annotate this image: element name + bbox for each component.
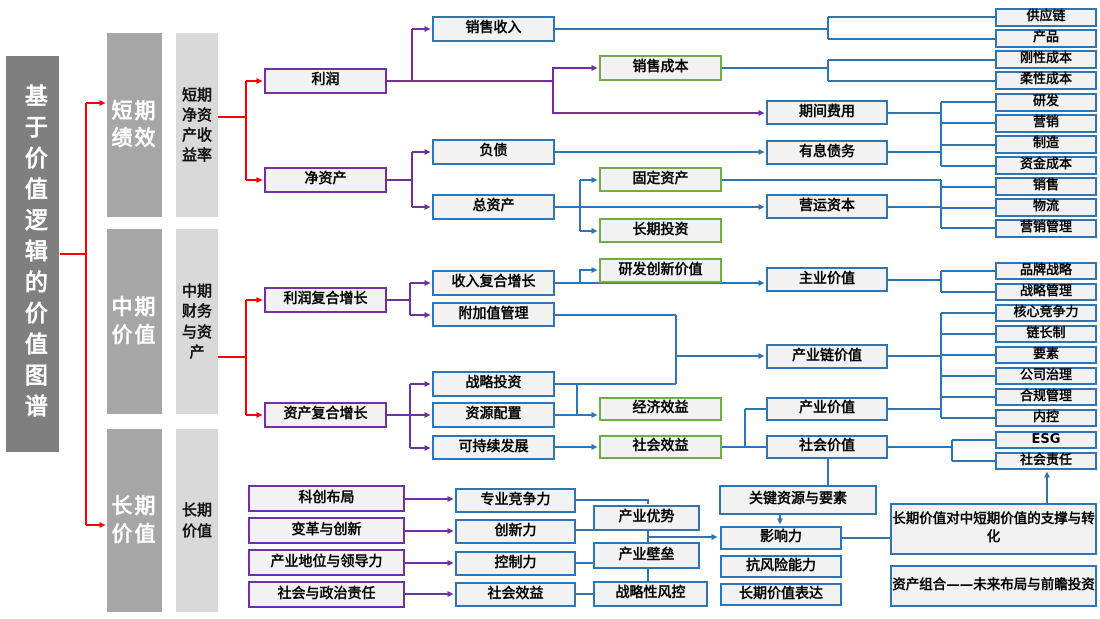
node-revenue-compound-growth: 收入复合增长 [432, 270, 555, 296]
node-marketing-management: 营销管理 [995, 219, 1097, 238]
node-flexible-cost: 柔性成本 [995, 71, 1097, 90]
node-long-term-investment: 长期投资 [599, 218, 722, 243]
node-long-term-support-transformation: 长期价值对中短期价值的支撑与转化 [890, 503, 1097, 555]
node-social-responsibility: 社会责任 [995, 452, 1097, 470]
node-liabilities: 负债 [432, 139, 555, 165]
node-brand-strategy: 品牌战略 [995, 262, 1097, 280]
node-social-political-responsibility: 社会与政治责任 [248, 581, 405, 608]
node-core-competitiveness: 核心竞争力 [995, 304, 1097, 322]
node-profit-compound-growth: 利润复合增长 [264, 287, 387, 313]
node-metric-short-term-roe: 短期 净资 产收 益率 [176, 33, 218, 217]
node-profit: 利润 [264, 68, 387, 94]
node-rnd: 研发 [995, 93, 1097, 112]
node-metric-long-term-value: 长期 价值 [176, 429, 218, 612]
node-main-title: 基于价值逻辑的价值图谱 [6, 56, 59, 452]
node-sci-tech-layout: 科创布局 [248, 485, 405, 512]
node-key-resources-factors: 关键资源与要素 [719, 485, 877, 515]
node-period-expenses: 期间费用 [766, 100, 888, 125]
node-working-capital: 营运资本 [766, 194, 888, 219]
node-sales: 销售 [995, 177, 1097, 196]
node-economic-benefit: 经济效益 [599, 397, 722, 421]
node-innovation-power: 创新力 [455, 519, 576, 544]
node-industry-chain-value: 产业链价值 [766, 344, 888, 369]
node-logistics: 物流 [995, 198, 1097, 217]
node-metric-mid-term-finance-assets: 中期 财务 与资 产 [176, 229, 218, 414]
node-core-business-value: 主业价值 [766, 267, 888, 292]
node-professional-competitiveness: 专业竞争力 [455, 488, 576, 513]
node-risk-resistance: 抗风险能力 [720, 555, 842, 578]
node-total-assets: 总资产 [432, 194, 555, 220]
node-sustainable-development: 可持续发展 [432, 435, 555, 460]
node-sales-revenue: 销售收入 [432, 16, 555, 42]
node-manufacturing: 制造 [995, 135, 1097, 154]
node-stage-short-term-performance: 短期 绩效 [107, 33, 162, 217]
node-transformation-innovation: 变革与创新 [248, 517, 405, 544]
node-esg: ESG [995, 431, 1097, 449]
node-influence: 影响力 [720, 526, 842, 550]
node-asset-compound-growth: 资产复合增长 [264, 402, 387, 428]
node-strategic-investment: 战略投资 [432, 371, 555, 397]
node-internal-control: 内控 [995, 409, 1097, 427]
node-industry-advantage: 产业优势 [593, 505, 700, 531]
node-resource-allocation: 资源配置 [432, 402, 555, 428]
edge-blue [579, 267, 598, 283]
node-control-power: 控制力 [455, 551, 576, 576]
node-product: 产品 [995, 29, 1097, 48]
edge-blue [576, 499, 649, 504]
node-industry-value: 产业价值 [766, 397, 888, 421]
node-strategy-management: 战略管理 [995, 283, 1097, 301]
node-stage-mid-term-value: 中期 价值 [107, 229, 162, 414]
node-supply-chain: 供应链 [995, 8, 1097, 27]
node-social-benefit: 社会效益 [599, 435, 722, 459]
node-long-term-value-expression: 长期价值表达 [720, 583, 842, 606]
node-factors: 要素 [995, 346, 1097, 364]
node-asset-portfolio: 资产组合——未来布局与前瞻投资 [890, 565, 1097, 607]
node-rigid-cost: 刚性成本 [995, 50, 1097, 69]
edge-purple [552, 65, 598, 81]
node-chain-chief-system: 链长制 [995, 325, 1097, 343]
node-strategic-risk-control: 战略性风控 [593, 581, 708, 607]
edge-group [60, 16, 1050, 597]
node-marketing: 营销 [995, 114, 1097, 133]
node-industry-position-leadership: 产业地位与领导力 [248, 549, 405, 576]
node-fixed-assets: 固定资产 [599, 167, 722, 192]
node-corporate-governance: 公司治理 [995, 367, 1097, 385]
node-compliance-management: 合规管理 [995, 388, 1097, 406]
node-social-benefit-bottom: 社会效益 [455, 582, 576, 607]
node-interest-bearing-debt: 有息债务 [766, 140, 888, 165]
node-industry-barrier: 产业壁垒 [593, 542, 700, 569]
node-social-value: 社会价值 [766, 435, 888, 459]
node-cost-of-sales: 销售成本 [599, 55, 722, 81]
node-stage-long-term-value: 长期 价值 [107, 429, 162, 612]
node-capital-cost: 资金成本 [995, 156, 1097, 175]
node-rnd-innovation-value: 研发创新价值 [599, 258, 722, 283]
node-value-added-management: 附加值管理 [432, 302, 555, 327]
edge-purple [552, 81, 765, 116]
node-net-assets: 净资产 [264, 167, 387, 193]
